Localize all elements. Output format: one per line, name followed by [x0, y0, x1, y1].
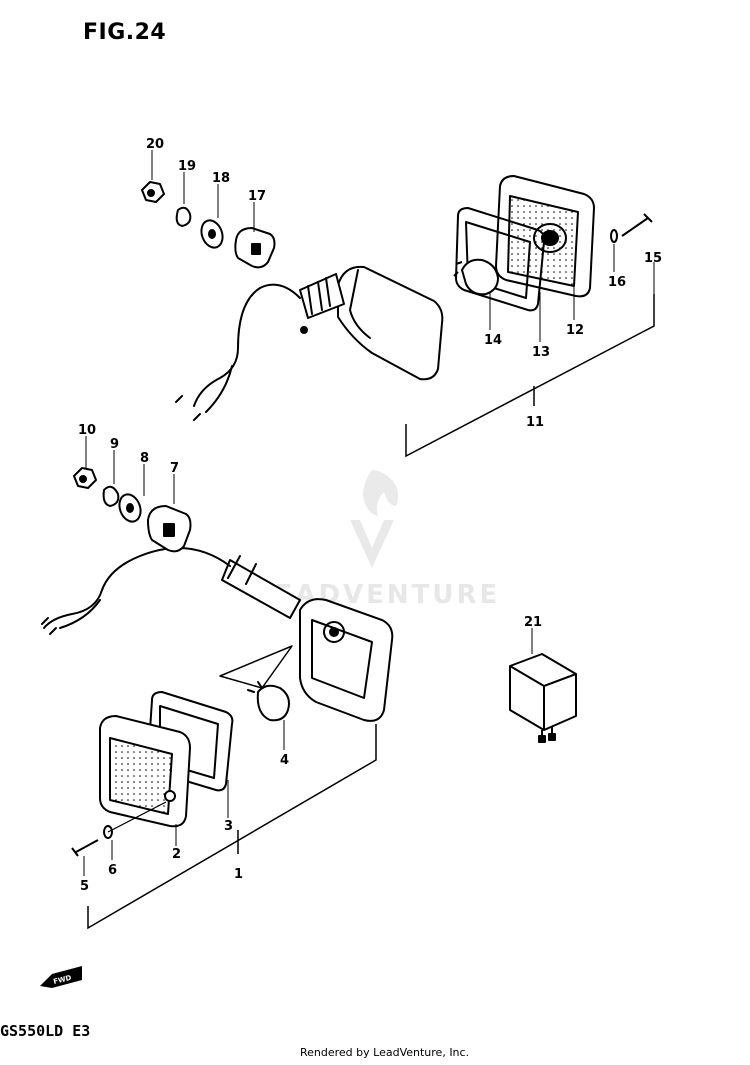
callout-6: 6 [108, 863, 117, 878]
callout-17: 17 [248, 189, 266, 204]
callout-21: 21 [524, 615, 542, 630]
upper-bracket [405, 294, 655, 458]
upper-lens-assembly [453, 175, 653, 312]
callout-18: 18 [212, 171, 230, 186]
callout-12: 12 [566, 323, 584, 338]
figure-title: FIG.24 [83, 20, 167, 45]
callout-14: 14 [484, 333, 502, 348]
callout-20: 20 [146, 137, 164, 152]
bulb-4 [256, 684, 290, 722]
callout-7: 7 [170, 461, 179, 476]
callout-3: 3 [224, 819, 233, 834]
callout-11: 11 [526, 415, 544, 430]
callout-13: 13 [532, 345, 550, 360]
upper-turn-signal [141, 181, 444, 421]
washer-16 [610, 229, 618, 243]
gasket-13 [455, 207, 546, 312]
lower-housing [299, 598, 394, 722]
lower-bracket [87, 724, 377, 930]
callout-10: 10 [78, 423, 96, 438]
leader-lines [83, 150, 655, 876]
callout-15: 15 [644, 251, 662, 266]
callout-9: 9 [110, 437, 119, 452]
callout-2: 2 [172, 847, 181, 862]
lower-lens-assembly [71, 691, 234, 857]
lower-wire [43, 547, 231, 629]
lockwasher-9 [102, 485, 120, 507]
callout-16: 16 [608, 275, 626, 290]
callout-19: 19 [178, 159, 196, 174]
lower-stem [221, 559, 301, 619]
watermark-logo: LEADVENTURE [255, 470, 497, 610]
upper-wire [193, 283, 301, 413]
callout-5: 5 [80, 879, 89, 894]
model-code: GS550LD E3 [0, 1022, 91, 1040]
screw-15 [621, 213, 653, 237]
upper-housing [337, 265, 444, 381]
callout-1: 1 [234, 867, 243, 882]
bulb-14 [461, 258, 499, 296]
callout-4: 4 [280, 753, 289, 768]
screw-5 [71, 839, 99, 857]
lower-turn-signal [41, 467, 394, 722]
callout-labels: 20 19 18 17 14 13 12 16 15 11 10 9 8 7 4… [78, 137, 662, 894]
lockwasher-19 [175, 206, 192, 227]
callout-8: 8 [140, 451, 149, 466]
render-credit: Rendered by LeadVenture, Inc. [300, 1046, 470, 1059]
forward-arrow-icon: FWD [40, 966, 82, 988]
relay-21 [509, 653, 577, 743]
